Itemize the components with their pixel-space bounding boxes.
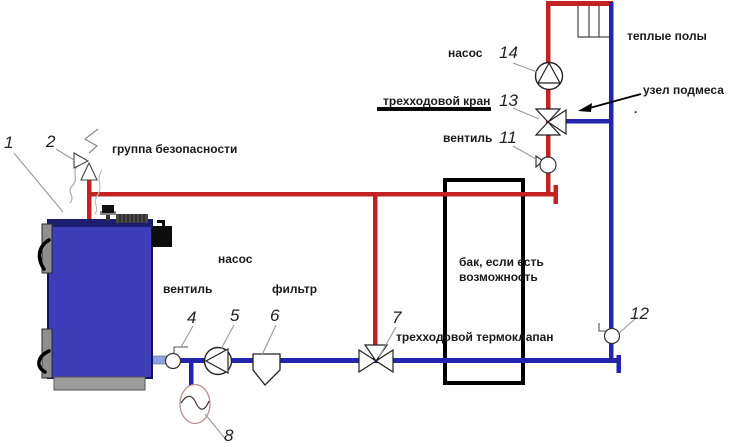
callout-number-three-way-tap: 13 bbox=[499, 91, 518, 110]
callout-number-valve-top: 11 bbox=[499, 128, 517, 147]
boiler-base bbox=[53, 376, 146, 391]
supply-pipe bbox=[87, 1, 613, 347]
thermal-valve-7-icon bbox=[358, 344, 394, 374]
label-valve-bottom: вентиль bbox=[163, 282, 213, 296]
filter-6-icon bbox=[252, 353, 281, 386]
boiler-lower-handle bbox=[37, 349, 51, 374]
callout-number-valve-right: 12 bbox=[630, 304, 649, 323]
safety-group-icon bbox=[69, 128, 103, 215]
boiler bbox=[37, 205, 172, 391]
supply-pipe-end-cap bbox=[553, 185, 558, 204]
valve-12-icon bbox=[598, 323, 621, 345]
valve-4-icon bbox=[164, 346, 188, 370]
boiler-top-plate bbox=[116, 214, 148, 223]
boiler-return-stub bbox=[151, 355, 168, 365]
pump-14-icon bbox=[534, 61, 564, 91]
mixing-unit-arrow bbox=[578, 93, 642, 112]
boiler-body bbox=[47, 219, 153, 379]
label-valve-top: вентиль bbox=[443, 131, 493, 145]
return-pipe-end-cap bbox=[616, 355, 621, 373]
valve-11-icon bbox=[535, 154, 557, 174]
buffer-tank-outline bbox=[443, 178, 525, 385]
label-safety-group: группа безопасности bbox=[112, 142, 238, 156]
label-filter: фильтр bbox=[272, 282, 318, 296]
pump-5-icon bbox=[203, 346, 233, 376]
label-tank-note-line2: возможность bbox=[459, 270, 538, 284]
boiler-upper-handle bbox=[37, 238, 51, 271]
warm-floor-radiator-icon bbox=[577, 3, 612, 38]
callout-number-thermal-valve: 7 bbox=[392, 308, 402, 327]
label-thermal-valve: трехходовой термоклапан bbox=[396, 330, 554, 344]
three-way-tap-underline bbox=[377, 107, 491, 111]
callout-number-safety-group: 2 bbox=[46, 132, 56, 151]
expansion-tank-8-icon bbox=[179, 383, 211, 425]
label-mixing-unit: узел подмеса bbox=[643, 83, 724, 97]
label-pump-bottom: насос bbox=[218, 252, 253, 266]
callout-number-filter: 6 bbox=[270, 306, 280, 325]
leader-lines bbox=[13, 62, 636, 442]
callout-number-valve-bottom: 4 bbox=[187, 308, 197, 327]
label-three-way-tap: трехходовой кран bbox=[383, 94, 491, 108]
callout-number-pump-top: 14 bbox=[499, 43, 518, 62]
label-warm-floors: теплые полы bbox=[627, 29, 707, 43]
three-way-tap-13-icon bbox=[534, 108, 567, 136]
label-dot: . bbox=[634, 102, 638, 116]
label-pump-top: насос bbox=[448, 46, 483, 60]
boiler-chimney-icon bbox=[100, 205, 116, 221]
callout-number-pump-bottom: 5 bbox=[230, 306, 240, 325]
boiler-control-box bbox=[152, 220, 172, 247]
callout-number-expansion-tank: 8 bbox=[224, 426, 234, 445]
label-tank-note-line1: бак, если есть bbox=[459, 255, 544, 269]
callout-number-boiler: 1 bbox=[4, 133, 14, 152]
